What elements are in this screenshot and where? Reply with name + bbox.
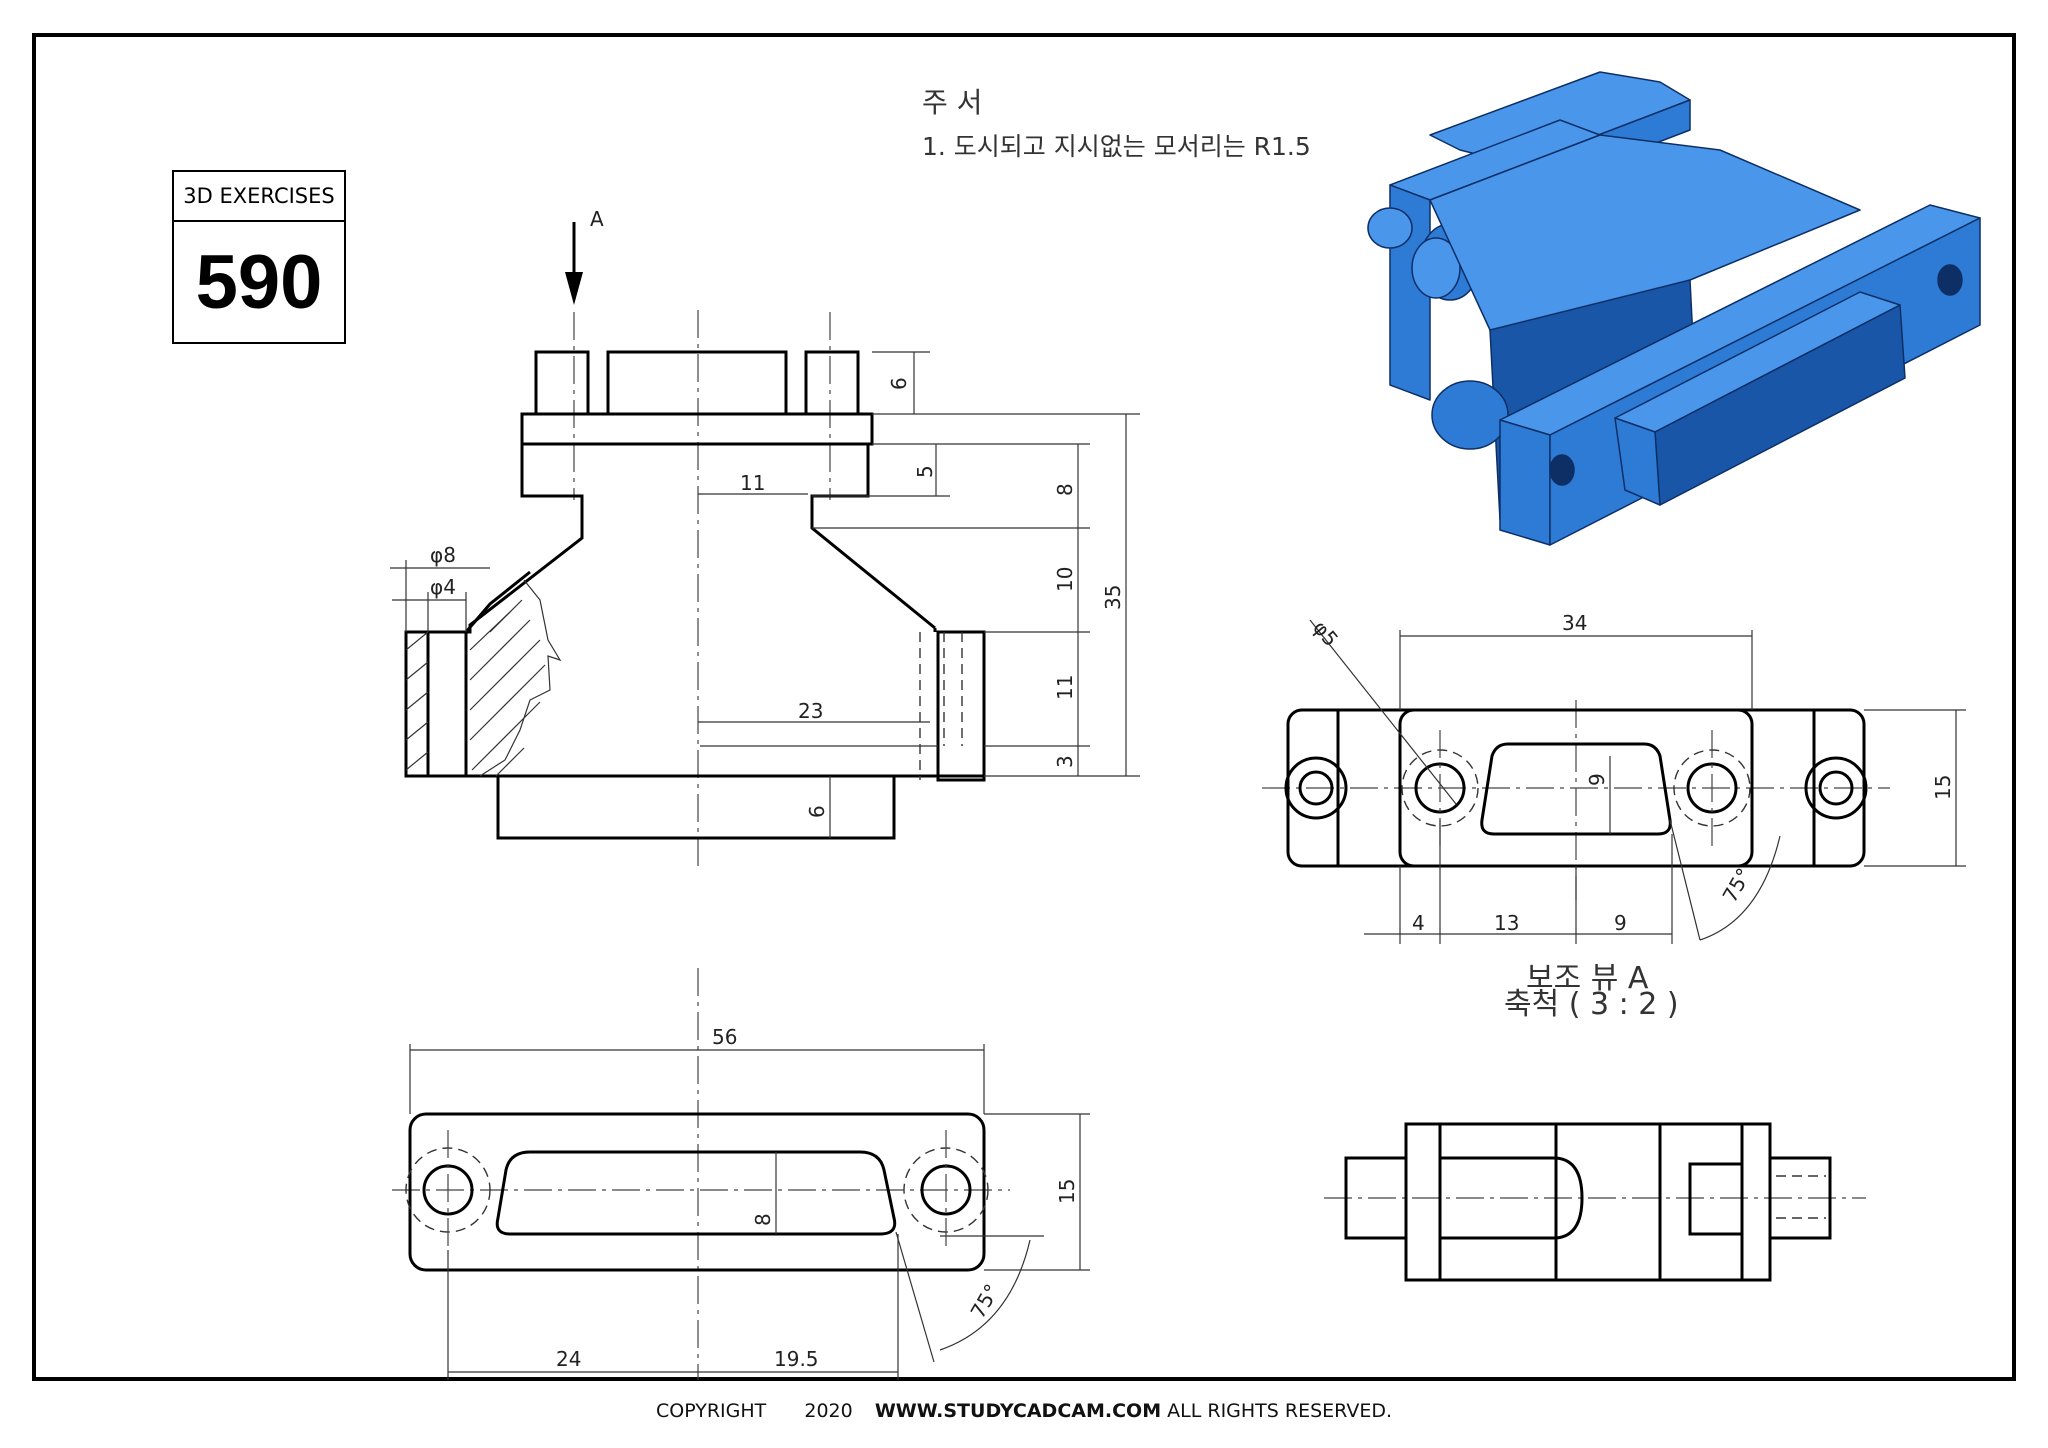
front-vertical-dimensions [812, 351, 1140, 838]
top-flange-outline [408, 1112, 986, 1272]
dim-front-35: 35 [1101, 585, 1125, 610]
exercise-badge: 3D EXERCISES 590 [172, 170, 346, 344]
side-view [1324, 1122, 1866, 1282]
top-dimensions [409, 1044, 1090, 1380]
dim-aux-angle: 75° [1718, 864, 1757, 907]
footer-copyright: COPYRIGHT [655, 1400, 767, 1422]
dim-aux-phi5: φ5 [1308, 616, 1343, 651]
aux-dimensions [1309, 619, 1966, 944]
front-left-chamfer [464, 570, 531, 633]
aux-hole-outer-left-inner [1298, 770, 1334, 806]
front-upper-flange [520, 412, 874, 446]
isometric-3d-model [1367, 71, 1981, 546]
dim-aux-9-vertical: 9 [1585, 773, 1609, 786]
dim-front-23: 23 [798, 699, 823, 723]
front-break-line [479, 579, 562, 777]
front-top-boss-left [534, 350, 590, 416]
dim-front-10: 10 [1053, 567, 1077, 592]
front-body-outline [404, 444, 986, 782]
dim-top-8: 8 [751, 1213, 775, 1226]
aux-view-title: 보조 뷰 A [1526, 961, 1649, 996]
iso-hole-left [1549, 454, 1575, 486]
aux-hole-outer-left [1284, 756, 1348, 820]
dim-front-6-top: 6 [887, 377, 911, 390]
badge-number: 590 [195, 239, 323, 325]
side-body [1404, 1122, 1772, 1282]
dim-top-19-5: 19.5 [774, 1347, 819, 1371]
front-horizontal-dimensions [390, 493, 930, 723]
aux-hole-outer-right-inner [1818, 770, 1854, 806]
dim-top-angle: 75° [966, 1280, 1005, 1323]
front-top-boss-right [804, 350, 860, 416]
dim-aux-34: 34 [1562, 611, 1587, 635]
aux-hole-outer-right [1804, 756, 1868, 820]
aux-view-scale: 축척 ( 3 : 2 ) [1504, 987, 1679, 1022]
footer-site-link[interactable]: WWW.STUDYCADCAM.COM [874, 1400, 1162, 1422]
auxiliary-view-a: 34 φ5 15 9 4 13 9 75° 보조 뷰 A 축척 ( 3 : 2 … [1262, 611, 1966, 1022]
dim-top-15: 15 [1055, 1179, 1079, 1204]
front-hatching [405, 599, 546, 777]
side-inner-recess [1688, 1162, 1744, 1236]
notes-line-1: 1. 도시되고 지시없는 모서리는 R1.5 [922, 132, 1311, 161]
iso-lower-pin [1431, 380, 1509, 450]
dim-top-24: 24 [556, 1347, 581, 1371]
footer: COPYRIGHT 2020 WWW.STUDYCADCAM.COM ALL R… [0, 1400, 2048, 1422]
dim-front-11-horizontal: 11 [740, 471, 765, 495]
dim-front-11-vertical: 11 [1053, 675, 1077, 700]
dim-top-56: 56 [712, 1025, 737, 1049]
top-view: 56 15 8 24 19.5 75° [392, 968, 1090, 1380]
front-top-boss-centre [606, 350, 788, 416]
dim-aux-9-horizontal: 9 [1614, 911, 1627, 935]
side-rounded-boss [1440, 1156, 1584, 1240]
sheet-border [32, 33, 2016, 1381]
iso-hole-right [1937, 264, 1963, 296]
general-notes: 주 서 1. 도시되고 지시없는 모서리는 R1.5 [922, 86, 1311, 161]
aux-d-sub-opening [1480, 742, 1672, 836]
dim-front-6-bottom: 6 [805, 805, 829, 818]
dim-front-phi4: φ4 [430, 575, 456, 599]
dim-front-phi8: φ8 [430, 543, 456, 567]
front-section-view: A [390, 207, 1140, 870]
dim-aux-15: 15 [1931, 775, 1955, 800]
dim-front-8: 8 [1053, 483, 1077, 496]
top-d-sub-opening [495, 1150, 897, 1236]
badge-label: 3D EXERCISES [174, 172, 344, 222]
view-arrow-a-head [565, 272, 583, 305]
notes-title: 주 서 [922, 86, 982, 119]
dim-aux-13: 13 [1494, 911, 1519, 935]
dim-front-3: 3 [1053, 755, 1077, 768]
dim-aux-4: 4 [1412, 911, 1425, 935]
footer-rights: ALL RIGHTS RESERVED. [1167, 1400, 1392, 1422]
view-arrow-label: A [590, 207, 604, 231]
side-right-pin [1768, 1156, 1832, 1240]
dim-front-5: 5 [913, 465, 937, 478]
footer-year: 2020 [804, 1400, 853, 1422]
front-bottom-flange [496, 774, 896, 840]
iso-pin-top [1367, 207, 1413, 249]
iso-front-flange-face [1499, 419, 1551, 546]
